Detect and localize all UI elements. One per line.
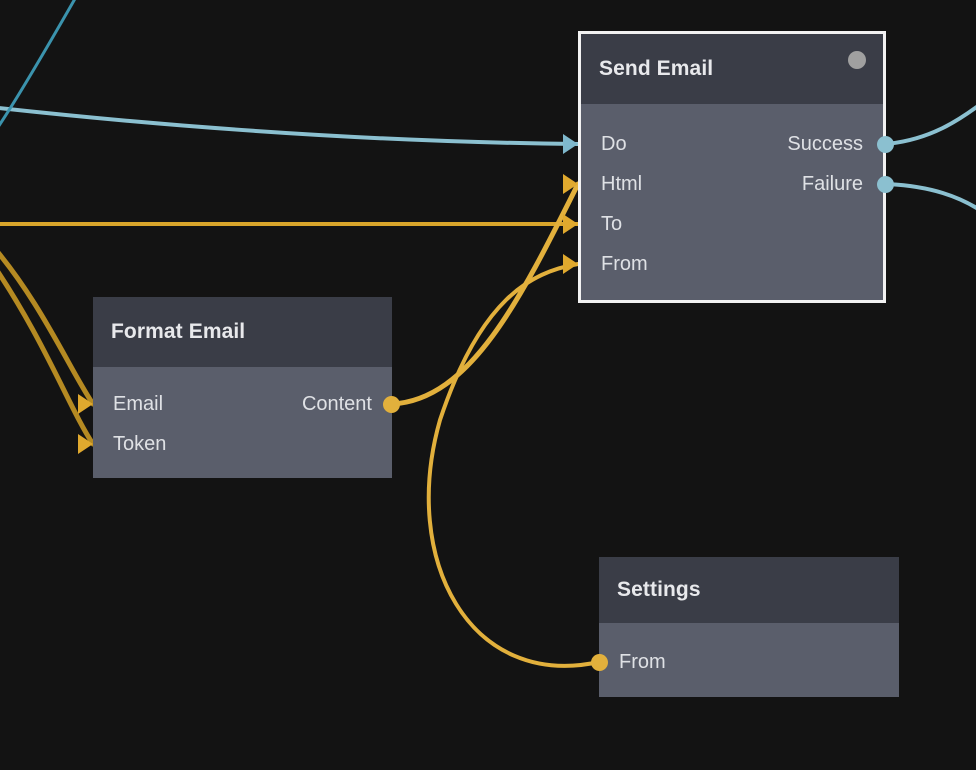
input-pin-circle-settings-from[interactable] bbox=[591, 654, 608, 671]
idle-status-dot bbox=[848, 51, 866, 69]
input-row-send-email-from[interactable]: From bbox=[581, 251, 648, 277]
wire-failure-out[interactable] bbox=[884, 182, 976, 214]
node-title-settings: Settings bbox=[617, 578, 701, 601]
input-pin-arrow-send-email-do[interactable] bbox=[563, 134, 578, 154]
node-title-send-email: Send Email bbox=[599, 57, 714, 80]
input-pin-arrow-format-email-email[interactable] bbox=[78, 394, 93, 414]
node-header-format-email[interactable]: Format Email bbox=[93, 297, 392, 367]
input-row-send-email-html[interactable]: Html bbox=[581, 171, 642, 197]
input-row-format-email-token[interactable]: Token bbox=[93, 431, 166, 457]
input-label-from: From bbox=[619, 651, 666, 673]
input-row-format-email-email[interactable]: Email bbox=[93, 391, 163, 417]
wire-exec-crossing[interactable] bbox=[0, 0, 80, 133]
input-pin-arrow-format-email-token[interactable] bbox=[78, 434, 93, 454]
output-pin-circle-send-email-success[interactable] bbox=[877, 136, 894, 153]
wire-content-to-html[interactable] bbox=[389, 181, 581, 407]
wire-data-into-email[interactable] bbox=[0, 243, 96, 407]
input-pin-arrow-send-email-html[interactable] bbox=[563, 174, 578, 194]
input-label-to: To bbox=[601, 213, 623, 235]
node-title-format-email: Format Email bbox=[111, 320, 246, 343]
input-label-do: Do bbox=[601, 133, 627, 155]
input-pin-arrow-send-email-to[interactable] bbox=[563, 214, 578, 234]
output-row-send-email-success[interactable]: Success bbox=[787, 131, 883, 157]
wire-settings-to-from[interactable] bbox=[426, 262, 601, 668]
node-header-send-email[interactable]: Send Email bbox=[581, 34, 883, 104]
output-pin-circle-format-email-content[interactable] bbox=[383, 396, 400, 413]
output-row-send-email-failure[interactable]: Failure bbox=[802, 171, 883, 197]
node-header-settings[interactable]: Settings bbox=[599, 557, 899, 623]
wire-data-into-token[interactable] bbox=[0, 260, 96, 447]
input-row-settings-from[interactable]: From bbox=[599, 649, 666, 675]
output-pin-circle-send-email-failure[interactable] bbox=[877, 176, 894, 193]
output-row-format-email-content[interactable]: Content bbox=[302, 391, 392, 417]
input-row-send-email-do[interactable]: Do bbox=[581, 131, 627, 157]
input-label-html: Html bbox=[601, 173, 643, 195]
wire-success-out[interactable] bbox=[884, 100, 976, 146]
input-label-token: Token bbox=[113, 433, 167, 455]
wire-exec-into-do[interactable] bbox=[0, 106, 580, 146]
output-label-content: Content bbox=[301, 393, 372, 415]
output-label-failure: Failure bbox=[801, 173, 863, 195]
output-label-success: Success bbox=[787, 133, 863, 155]
input-label-email: Email bbox=[113, 393, 164, 415]
input-label-from: From bbox=[601, 253, 648, 275]
node-body-settings: From bbox=[599, 623, 899, 697]
input-pin-arrow-send-email-from[interactable] bbox=[563, 254, 578, 274]
input-row-send-email-to[interactable]: To bbox=[581, 211, 622, 237]
